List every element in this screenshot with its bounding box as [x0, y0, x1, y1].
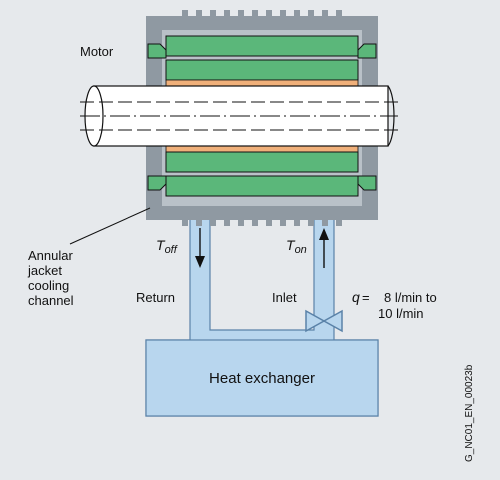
annular-leader-line: [69, 207, 151, 245]
t-on-main: T: [286, 237, 296, 253]
motor-label: Motor: [80, 44, 114, 59]
stator-lower: [165, 145, 359, 197]
q-value-line1: 8 l/min to: [384, 290, 437, 305]
return-arrow-icon: [195, 228, 205, 268]
inlet-label: Inlet: [272, 290, 297, 305]
annular-label-line2: jacket: [27, 263, 62, 278]
stator-upper: [165, 35, 359, 87]
annular-label-line4: channel: [28, 293, 74, 308]
inlet-arrow-icon: [319, 228, 329, 268]
q-equals: =: [362, 290, 370, 305]
motor-shaft: [80, 85, 398, 147]
heat-exchanger-label: Heat exchanger: [209, 370, 315, 387]
t-off-label: Toff: [156, 237, 178, 256]
heat-exchanger: [145, 339, 379, 417]
annular-label-line3: cooling: [28, 278, 69, 293]
t-on-label: Ton: [286, 237, 307, 256]
valve-icon: [305, 309, 343, 333]
t-off-sub: off: [165, 244, 178, 256]
q-symbol: q: [352, 289, 360, 305]
return-label: Return: [136, 290, 175, 305]
t-on-sub: on: [295, 244, 307, 256]
t-off-main: T: [156, 237, 166, 253]
seal-blocks: [147, 43, 377, 191]
annular-label-line1: Annular: [28, 248, 73, 263]
q-value-line2: 10 l/min: [378, 306, 424, 321]
figure-id-label: G_NC01_EN_00023b: [464, 364, 475, 462]
